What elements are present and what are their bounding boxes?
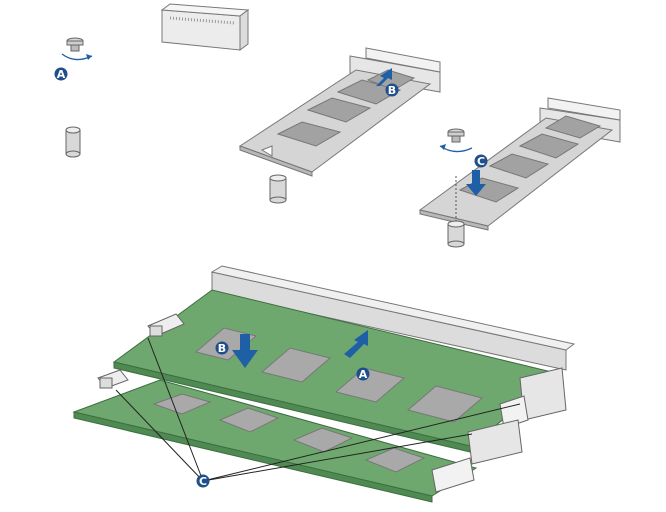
callout-a-screw: A [54, 67, 68, 81]
insert-direction-arrow-icon [376, 68, 392, 86]
insert-arrow-icon-dimm [344, 330, 368, 358]
sodimm-lower-chips [152, 393, 426, 473]
sodimm-socket-upper [210, 265, 576, 371]
sodimm-latch-right-upper [499, 367, 567, 429]
sodimm-lower [72, 379, 478, 503]
m2-connector-empty [160, 3, 250, 51]
m2-card-secure [418, 97, 621, 231]
sodimm-upper [112, 289, 562, 453]
m2-card-chips [276, 69, 416, 147]
callout-b-m2-label: B [388, 84, 396, 97]
sodimm-latch-right-lower [431, 419, 523, 493]
m2-card-secure-chips [458, 115, 602, 203]
callout-a-screw-label: A [57, 68, 66, 81]
m2-card-insert [238, 47, 441, 177]
m2-standoff-right [447, 220, 465, 248]
down-arrow-icon-dimm [232, 334, 258, 368]
callout-c-m2: C [474, 154, 488, 168]
down-arrow-icon [466, 170, 486, 196]
callout-c-dimm: C [196, 474, 210, 488]
callout-b-dimm-label: B [218, 342, 226, 355]
m2-standoff-middle [269, 174, 287, 204]
sodimm-latch-left-upper [147, 313, 185, 337]
callout-a-dimm: A [356, 367, 370, 381]
callout-a-dimm-label: A [359, 368, 368, 381]
callout-b-dimm: B [215, 341, 229, 355]
callout-b-m2: B [385, 83, 399, 97]
callout-c-dimm-label: C [199, 475, 207, 488]
callout-c-m2-label: C [477, 155, 485, 168]
callout-c-leader-lines [115, 337, 521, 482]
m2-screw [66, 37, 84, 52]
m2-screw-right [447, 128, 465, 143]
m2-standoff-left [65, 126, 81, 158]
sodimm-latch-left-lower [97, 369, 129, 389]
